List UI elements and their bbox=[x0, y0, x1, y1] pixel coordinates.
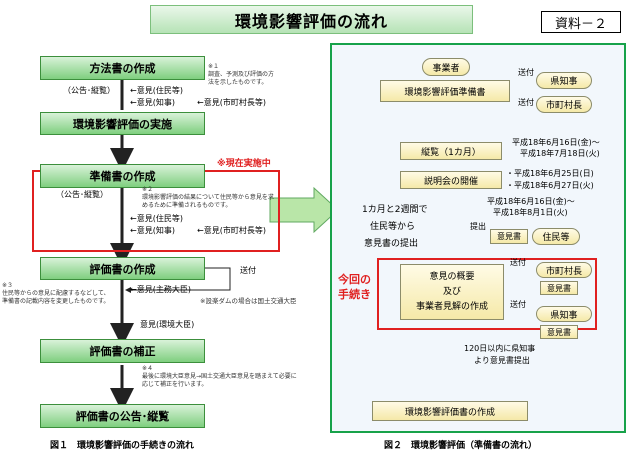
submit-period-end: 平成18年8月1日(火) bbox=[493, 208, 568, 217]
opinion-mayors-1: ←意見(市町村長等) bbox=[197, 98, 266, 107]
opinion-governor-1: ←意見(知事) bbox=[130, 98, 175, 107]
residents-label: 住民等 bbox=[542, 233, 570, 243]
inspection-period-end: 平成18年7月18日(火) bbox=[520, 149, 600, 158]
this-procedure-frame bbox=[377, 258, 597, 330]
figure1-caption: 図１ 環境影響評価の手続きの流れ bbox=[50, 441, 195, 451]
publication-1: （公告･縦覧） bbox=[63, 86, 115, 95]
step-method-doc: 方法書の作成 bbox=[40, 56, 205, 80]
sent-label-c: 送付 bbox=[510, 258, 526, 267]
governor-label: 県知事 bbox=[550, 77, 578, 87]
final-doc-box: 環境影響評価書の作成 bbox=[372, 401, 528, 421]
inspection-label: 縦覧（1カ月） bbox=[421, 147, 481, 158]
sent-label-a: 送付 bbox=[518, 68, 534, 77]
opinion-doc-3: 意見書 bbox=[540, 325, 578, 339]
step-correction-label: 評価書の補正 bbox=[89, 345, 156, 358]
current-status-label: ※現在実施中 bbox=[217, 159, 271, 169]
step-draft-doc: 準備書の作成 bbox=[40, 164, 205, 188]
page-title: 環境影響評価の流れ bbox=[150, 5, 473, 34]
submit-period-start: 平成18年6月16日(金)～ bbox=[487, 197, 575, 206]
draft-doc-box: 環境影響評価準備書 bbox=[380, 80, 510, 102]
sent-label-b: 送付 bbox=[518, 98, 534, 107]
final-doc-label: 環境影響評価書の作成 bbox=[404, 407, 495, 418]
draft-doc-label: 環境影響評価準備書 bbox=[404, 87, 486, 98]
within-120-days-1: 120日以内に県知事 bbox=[464, 344, 536, 353]
step-draft-doc-label: 準備書の作成 bbox=[89, 170, 156, 183]
inspection-period-start: 平成18年6月16日(金)～ bbox=[512, 138, 600, 147]
mayor-badge-2: 市町村長 bbox=[536, 262, 592, 278]
step-eval-doc-label: 評価書の作成 bbox=[89, 262, 156, 276]
meeting-date-1: ・平成18年6月25日(日) bbox=[506, 169, 594, 178]
sent-label-1: 送付 bbox=[240, 266, 256, 275]
submit-text-1: 1カ月と2週間で bbox=[362, 205, 428, 215]
opinion-governor-2: ←意見(知事) bbox=[130, 226, 175, 235]
operator-label: 事業者 bbox=[432, 63, 460, 74]
summary-line-1: 意見の概要 bbox=[429, 271, 475, 282]
summary-line-2: 及び bbox=[442, 286, 461, 297]
mayor-label-2: 市町村長 bbox=[545, 266, 582, 277]
meeting-label: 説明会の開催 bbox=[423, 176, 478, 187]
meeting-date-2: ・平成18年6月27日(火) bbox=[506, 181, 594, 190]
within-120-days-2: より意見書提出 bbox=[474, 356, 530, 365]
operator-badge: 事業者 bbox=[422, 58, 470, 76]
summary-box: 意見の概要 及び 事業者見解の作成 bbox=[400, 264, 504, 320]
mayor-label: 市町村長 bbox=[545, 101, 582, 111]
step-correction: 評価書の補正 bbox=[40, 339, 205, 363]
opinion-residents-2: ←意見(住民等) bbox=[130, 214, 183, 223]
meeting-box: 説明会の開催 bbox=[400, 171, 502, 189]
opinion-env-minister: 意見(環境大臣) bbox=[140, 320, 195, 329]
submission-label: 提出 bbox=[470, 222, 486, 231]
this-procedure-label-2: 手続き bbox=[338, 288, 371, 301]
residents-badge: 住民等 bbox=[532, 228, 580, 245]
submit-text-3: 意見書の提出 bbox=[364, 239, 419, 249]
governor-label-2: 県知事 bbox=[550, 310, 578, 321]
note-3: ※３ 住民等からの意見に配慮するなどして、準備書の記載内容を変更したものです。 bbox=[2, 282, 110, 305]
step-method-doc-label: 方法書の作成 bbox=[89, 62, 156, 75]
opinion-doc-2: 意見書 bbox=[540, 281, 578, 295]
opinion-mayors-2: ←意見(市町村長等) bbox=[197, 226, 266, 235]
submit-text-2: 住民等から bbox=[370, 222, 416, 232]
note-2: ※２ 環境影響評価の結果について住民等から意見を求めるために準備されるものです。 bbox=[142, 186, 274, 209]
figure2-caption: 図２ 環境影響評価（準備書の流れ） bbox=[384, 441, 538, 451]
opinion-minister: ←意見(主務大臣) bbox=[130, 285, 191, 294]
step-final-publication: 評価書の公告･縦覧 bbox=[40, 404, 205, 428]
opinion-doc-1: 意見書 bbox=[490, 229, 528, 244]
step-assessment: 環境影響評価の実施 bbox=[40, 112, 205, 135]
note-1: ※１ 調査、予測及び評価の方法を示したものです。 bbox=[208, 63, 275, 86]
governor-badge-2: 県知事 bbox=[536, 306, 592, 322]
opinion-doc-2-label: 意見書 bbox=[547, 283, 571, 293]
governor-badge: 県知事 bbox=[536, 72, 592, 89]
opinion-doc-3-label: 意見書 bbox=[547, 327, 571, 337]
opinion-residents-1: ←意見(住民等) bbox=[130, 86, 183, 95]
opinion-doc-1-label: 意見書 bbox=[497, 232, 521, 241]
inspection-box: 縦覧（1カ月） bbox=[400, 142, 502, 160]
document-label: 資料－２ bbox=[541, 11, 621, 33]
sent-label-d: 送付 bbox=[510, 300, 526, 309]
this-procedure-label-1: 今回の bbox=[338, 273, 371, 286]
mayor-badge: 市町村長 bbox=[536, 96, 592, 113]
summary-line-3: 事業者見解の作成 bbox=[415, 301, 488, 312]
note-4: ※４ 最後に環境大臣意見→国土交通大臣意見を踏まえて必要に応じて補正を行います。 bbox=[142, 365, 297, 388]
step-final-publication-label: 評価書の公告･縦覧 bbox=[75, 410, 170, 423]
step-assessment-label: 環境影響評価の実施 bbox=[73, 117, 172, 131]
step-eval-doc: 評価書の作成 bbox=[40, 257, 205, 280]
publication-2: （公告･縦覧） bbox=[56, 190, 108, 199]
minister-note: ※設楽ダムの場合は国土交通大臣 bbox=[200, 297, 297, 305]
